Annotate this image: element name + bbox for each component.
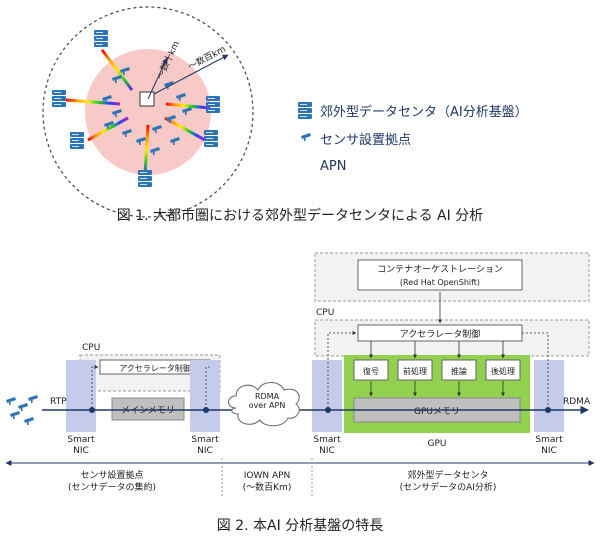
dashed-links: [91, 331, 549, 408]
server-icon: [94, 30, 108, 47]
nic3-label1: Smart: [313, 435, 341, 445]
cpu-label-right: CPU: [316, 308, 334, 318]
outer-range-circle: [42, 6, 254, 218]
apn-links: [65, 49, 211, 176]
smart-nic-1: [66, 360, 96, 432]
accelerator-control-left-label: アクセラレータ制御: [119, 363, 191, 373]
gpu-stage-preprocess: [397, 359, 433, 381]
legend-datacenter: 郊外型データセンタ（AI分析基盤）: [320, 104, 528, 120]
nic2-label2: NIC: [197, 446, 213, 456]
camera-icon: [24, 417, 34, 425]
server-icon: [298, 102, 312, 119]
nic4-label1: Smart: [535, 435, 563, 445]
gpu-stage-label: 復号: [363, 366, 379, 376]
region-sensor-line1: センサ設置拠点: [80, 469, 143, 481]
center-box: [139, 91, 155, 107]
region-sensor-line2: (センサデータの集約): [68, 481, 156, 493]
outer-radius-arrow: [153, 54, 229, 95]
figure1: 〜数十km 〜数百km 郊外型データセンタ（AI分析基盤） センサ設置拠点 AP…: [42, 6, 528, 224]
legend-apn: APN: [320, 159, 346, 174]
nic-ports: [89, 407, 551, 413]
gpu-memory-label: GPUメモリ: [414, 407, 460, 417]
figure2: コンテナオーケストレーション (Red Hat OpenShift) CPU ア…: [5, 252, 595, 534]
cloud-line1: RDMA: [255, 392, 280, 401]
nic1-label2: NIC: [73, 446, 89, 456]
gpu-stage-inference: [441, 359, 477, 381]
legend: 郊外型データセンタ（AI分析基盤） センサ設置拠点 APN: [297, 102, 528, 174]
legend-sensor: センサ設置拠点: [320, 132, 411, 148]
region-apn-line1: IOWN APN: [244, 471, 291, 481]
gpu-stage-label: 推論: [451, 366, 467, 376]
outer-radius-label: 〜数百km: [186, 43, 228, 73]
nic3-label2: NIC: [319, 446, 335, 456]
accelerator-control-right-label: アクセラレータ制御: [400, 328, 481, 340]
gpu-stage-label: 前処理: [403, 366, 427, 376]
region-dc-line1: 郊外型データセンタ: [407, 469, 488, 481]
gpu-stage-decode: [353, 359, 389, 381]
orchestration-sub: (Red Hat OpenShift): [400, 278, 480, 287]
figure2-caption: 図 2. 本AI 分析基盤の特長: [217, 517, 383, 534]
orchestration-title: コンテナオーケストレーション: [377, 264, 503, 275]
server-icon: [204, 130, 218, 147]
server-icon: [52, 90, 66, 107]
main-memory-box: [111, 397, 185, 421]
gpu-stage-postprocess: [485, 359, 521, 381]
nic1-label1: Smart: [67, 435, 95, 445]
region-apn-line2: (〜数百Km): [243, 481, 292, 493]
figure1-caption: 図 1. 大都市圏における郊外型データセンタによる AI 分析: [117, 207, 483, 224]
main-memory-label: メインメモリ: [121, 406, 175, 416]
orchestration-box: [357, 259, 523, 291]
camera-icon: [301, 133, 311, 141]
camera-icon: [10, 411, 20, 419]
server-icon: [206, 96, 220, 113]
sensor-cameras: [6, 395, 38, 425]
nic2-label1: Smart: [191, 435, 219, 445]
cpu-label-left: CPU: [82, 343, 100, 353]
rdma-cloud: [228, 382, 300, 427]
rdma-label: RDMA: [563, 397, 591, 407]
gpu-label: GPU: [428, 439, 447, 449]
inner-radius-arrow: [147, 57, 168, 100]
camera-icon: [6, 397, 16, 405]
nic4-label2: NIC: [541, 446, 557, 456]
server-icon: [70, 132, 84, 149]
rtp-label: RTP: [50, 397, 67, 407]
cloud-line2: over APN: [249, 401, 286, 410]
smart-nic-3: [312, 360, 342, 432]
smart-nic-2: [190, 360, 220, 432]
server-icon: [138, 170, 152, 187]
control-arrows: [369, 292, 505, 397]
camera-icon: [28, 395, 38, 403]
gpu-stage-label: 後処理: [491, 366, 515, 376]
region-dc-line2: (センサデータのAI分析): [400, 481, 497, 493]
smart-nic-4: [534, 360, 564, 432]
camera-icon: [18, 403, 28, 411]
